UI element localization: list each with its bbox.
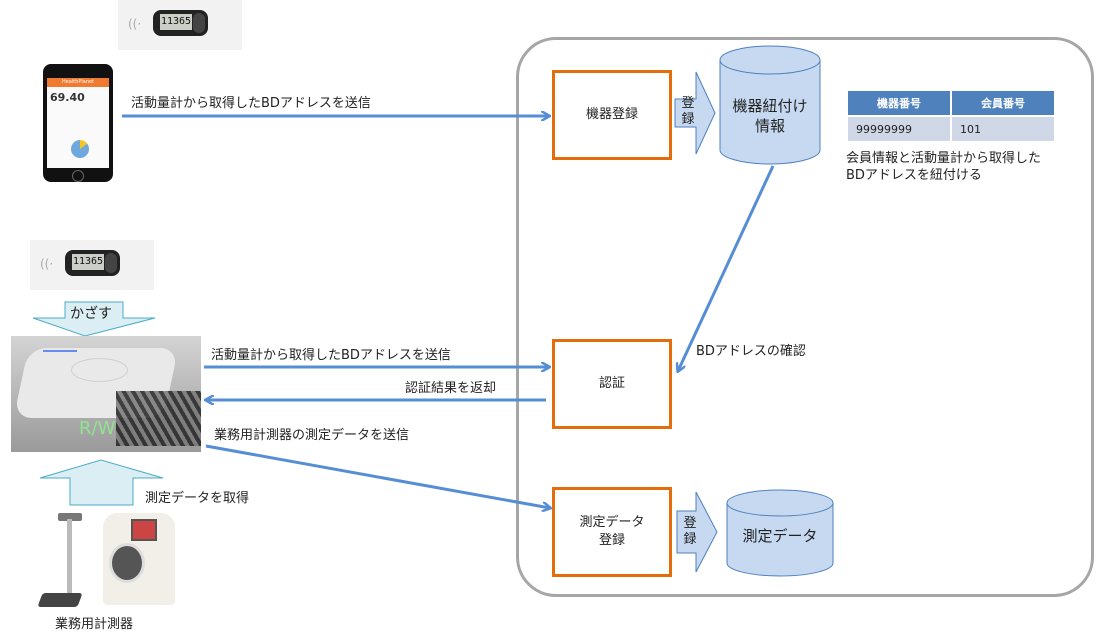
note-line2: BDアドレスを紐付ける: [846, 168, 982, 183]
rw-label: R/W: [79, 418, 116, 439]
pedometer-button-icon: [193, 13, 205, 33]
table-header: 会員番号: [952, 91, 1054, 115]
link-note: 会員情報と活動量計から取得した BDアドレスを紐付ける: [846, 150, 1041, 184]
link-info-table: 機器番号 会員番号 99999999 101: [846, 89, 1056, 143]
blood-pressure-monitor-image: [103, 513, 175, 605]
app-title: HealthPlanet: [47, 78, 109, 87]
arrow-rw-to-measure: [205, 444, 550, 508]
arrow-db-to-auth: [678, 165, 775, 371]
pie-chart-icon: [71, 140, 89, 158]
db-measure-data: [726, 489, 834, 577]
pedometer-display: 11365: [160, 14, 192, 30]
hold-over-arrow: [32, 301, 156, 337]
home-button-icon: [72, 170, 84, 182]
table-header-row: 機器番号 会員番号: [848, 91, 1054, 115]
arrow-label-db-to-auth: BDアドレスの確認: [696, 344, 806, 359]
db-link-info-label: 機器紐付け 情報: [720, 96, 820, 136]
db-label-line2: 情報: [754, 117, 785, 135]
process-device-register: 機器登録: [552, 70, 672, 160]
db-link-info: [719, 45, 821, 165]
pedometer-image-top: ((· 11365: [118, 0, 242, 50]
register-arrow-label-1: 登録: [681, 96, 695, 127]
db-measure-data-label: 測定データ: [742, 527, 818, 545]
register-block-arrow-2: [676, 491, 718, 573]
process-label: 機器登録: [585, 107, 638, 122]
arrow-label-auth-to-rw: 認証結果を返却: [405, 381, 497, 396]
arrow-label-rw-to-measure: 業務用計測器の測定データを送信: [214, 428, 410, 443]
pedometer-button-icon: [105, 253, 117, 273]
table-row: 99999999 101: [848, 117, 1054, 141]
process-auth: 認証: [552, 339, 672, 429]
note-line1: 会員情報と活動量計から取得した: [846, 151, 1042, 166]
pedometer-image-mid: ((· 11365: [30, 240, 154, 290]
reader-writer-image: R/W: [11, 336, 201, 452]
process-label-line2: 登録: [598, 533, 625, 548]
get-measure-label: 測定データを取得: [145, 491, 250, 506]
weight-value: 69.40: [50, 91, 85, 104]
hold-over-label: かざす: [70, 306, 112, 322]
register-arrow-label-2: 登録: [683, 516, 697, 547]
register-block-arrow-1: [674, 71, 716, 155]
process-label: 認証: [598, 376, 625, 391]
get-measure-arrow: [39, 459, 164, 506]
table-cell: 99999999: [848, 117, 950, 141]
process-label-line1: 測定データ: [579, 515, 645, 530]
db-label-line1: 機器紐付け: [732, 97, 808, 115]
body-composition-scale-image: [37, 513, 90, 608]
wireless-icon: ((·: [128, 17, 142, 31]
table-cell: 101: [952, 117, 1054, 141]
arrow-label-rw-to-auth: 活動量計から取得したBDアドレスを送信: [211, 348, 451, 363]
wireless-icon: ((·: [40, 257, 54, 271]
smartphone-image: HealthPlanet 69.40: [43, 64, 113, 182]
table-header: 機器番号: [848, 91, 950, 115]
devices-label: 業務用計測器: [55, 617, 134, 632]
system-boundary: [516, 37, 1094, 597]
process-measure-register: 測定データ 登録: [552, 487, 672, 577]
arrow-label-phone-to-register: 活動量計から取得したBDアドレスを送信: [131, 96, 371, 111]
pedometer-display: 11365: [72, 254, 104, 270]
